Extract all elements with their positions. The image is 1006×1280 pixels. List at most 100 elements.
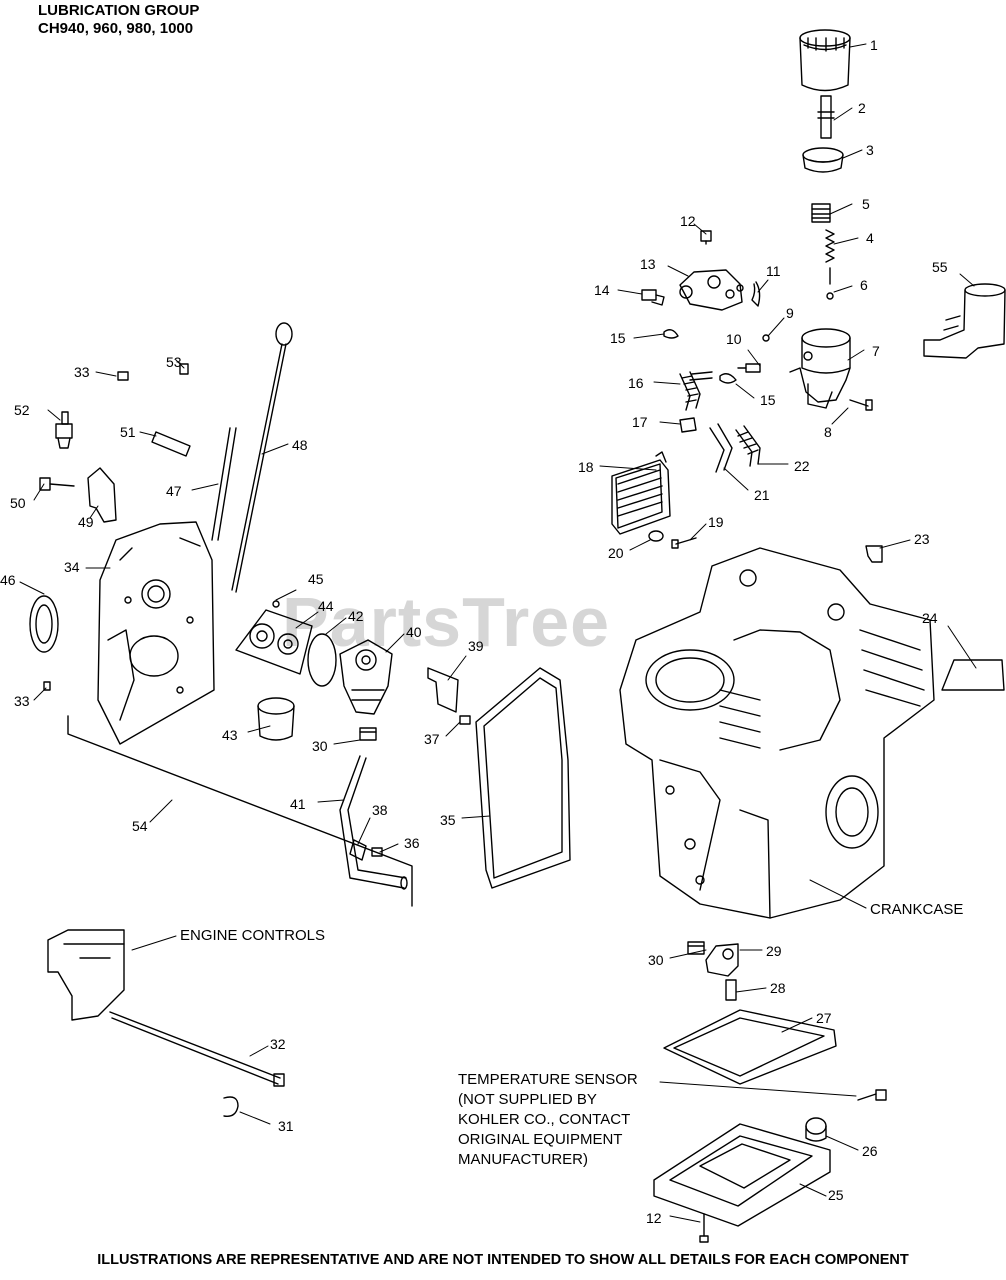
- clamp-15b[interactable]: [719, 373, 737, 384]
- callout-53: 53: [166, 354, 182, 370]
- relief-spring[interactable]: [825, 229, 835, 263]
- callout-51: 51: [120, 424, 136, 440]
- callout-52: 52: [14, 402, 30, 418]
- callout-31: 31: [278, 1118, 294, 1134]
- dipstick[interactable]: [231, 322, 293, 593]
- screw-37[interactable]: [459, 715, 471, 725]
- callout-9: 9: [786, 305, 794, 321]
- screw-12-bottom[interactable]: [699, 1213, 709, 1243]
- callout-30b: 30: [648, 952, 664, 968]
- clip-38[interactable]: [349, 839, 367, 861]
- callout-1: 1: [870, 37, 878, 53]
- callout-33b: 33: [14, 693, 30, 709]
- assembly-54-line: [67, 715, 413, 907]
- clamp-15a[interactable]: [663, 329, 679, 339]
- screw-12-top[interactable]: [700, 230, 712, 245]
- callout-35: 35: [440, 812, 456, 828]
- callout-23: 23: [914, 531, 930, 547]
- plug-33a[interactable]: [117, 371, 129, 381]
- washer[interactable]: [762, 334, 770, 342]
- callout-45: 45: [308, 571, 324, 587]
- engine-controls-caption: ENGINE CONTROLS: [180, 927, 326, 944]
- oil-pressure-switch[interactable]: [55, 411, 73, 449]
- callout-13: 13: [640, 256, 656, 272]
- plug-33b[interactable]: [43, 681, 51, 691]
- callout-39: 39: [468, 638, 484, 654]
- callout-48: 48: [292, 437, 308, 453]
- callout-44: 44: [318, 598, 334, 614]
- oil-pump-rotors[interactable]: [235, 609, 313, 675]
- fitting-53[interactable]: [179, 363, 189, 375]
- watermark: PartsTree: [282, 583, 611, 661]
- pickup-screen-30a[interactable]: [359, 727, 377, 741]
- dipstick-tube[interactable]: [211, 427, 237, 541]
- callout-25: 25: [828, 1187, 844, 1203]
- callout-5: 5: [862, 196, 870, 212]
- temperature-sensor[interactable]: [857, 1089, 887, 1101]
- callout-43: 43: [222, 727, 238, 743]
- callout-40: 40: [406, 624, 422, 640]
- fitting[interactable]: [737, 363, 761, 373]
- callout-15a: 15: [610, 330, 626, 346]
- temperature-sensor-note: TEMPERATURE SENSOR (NOT SUPPLIED BY KOHL…: [458, 1071, 638, 1168]
- fitting-29[interactable]: [705, 943, 739, 977]
- callout-33a: 33: [74, 364, 90, 380]
- screw-36[interactable]: [371, 847, 383, 857]
- callout-46: 46: [0, 572, 16, 588]
- callout-14: 14: [594, 282, 610, 298]
- cooler-adapter[interactable]: [679, 269, 743, 311]
- oil-seal[interactable]: [29, 595, 59, 653]
- filter-adapter[interactable]: [802, 147, 844, 173]
- callout-3: 3: [866, 142, 874, 158]
- bracket-23[interactable]: [865, 545, 883, 563]
- callout-34: 34: [64, 559, 80, 575]
- crankcase[interactable]: [619, 547, 935, 919]
- screw-50[interactable]: [39, 477, 75, 491]
- fitting-28[interactable]: [725, 979, 737, 1001]
- filter-nipple[interactable]: [817, 95, 835, 139]
- oil-pan-gasket[interactable]: [663, 1009, 837, 1085]
- plug-30b[interactable]: [687, 941, 705, 955]
- callout-27: 27: [816, 1010, 832, 1026]
- bracket-51[interactable]: [151, 431, 191, 457]
- callout-12-top: 12: [680, 213, 696, 229]
- cable-32[interactable]: [109, 1011, 285, 1087]
- engine-controls[interactable]: [47, 929, 125, 1021]
- oil-pan[interactable]: [653, 1123, 831, 1227]
- bracket-49[interactable]: [87, 467, 117, 523]
- pin-45[interactable]: [272, 600, 280, 608]
- relief-valve-cap[interactable]: [811, 203, 831, 223]
- callout-15b: 15: [760, 392, 776, 408]
- callout-16: 16: [628, 375, 644, 391]
- oil-pump[interactable]: [339, 639, 393, 715]
- clamp-31[interactable]: [223, 1096, 239, 1117]
- cap-26[interactable]: [805, 1117, 827, 1142]
- filter-housing[interactable]: [789, 328, 851, 409]
- bracket-39[interactable]: [427, 667, 459, 713]
- callout-20: 20: [608, 545, 624, 561]
- washer-20[interactable]: [648, 530, 664, 542]
- clamp-17[interactable]: [679, 417, 697, 433]
- decal-24[interactable]: [941, 659, 1005, 691]
- oil-filter[interactable]: [799, 29, 851, 92]
- callout-47: 47: [166, 483, 182, 499]
- pickup-tube-41[interactable]: [339, 755, 408, 890]
- oil-hose-22[interactable]: [735, 425, 761, 467]
- oil-hose-16[interactable]: [679, 371, 713, 411]
- callout-17: 17: [632, 414, 648, 430]
- closure-plate[interactable]: [97, 521, 215, 745]
- callout-32: 32: [270, 1036, 286, 1052]
- oil-hose-21[interactable]: [709, 423, 733, 473]
- fitting-14[interactable]: [641, 289, 665, 306]
- o-ring[interactable]: [307, 633, 337, 687]
- relief-ball[interactable]: [826, 267, 834, 300]
- callout-10: 10: [726, 331, 742, 347]
- screw-19[interactable]: [671, 537, 697, 549]
- group-title: LUBRICATION GROUP: [38, 2, 200, 19]
- bushing[interactable]: [257, 697, 295, 741]
- closure-plate-gasket[interactable]: [475, 667, 571, 889]
- housing-screw[interactable]: [849, 399, 873, 411]
- oil-cooler[interactable]: [611, 451, 671, 535]
- oil-filter-bracket-55[interactable]: [923, 283, 1006, 359]
